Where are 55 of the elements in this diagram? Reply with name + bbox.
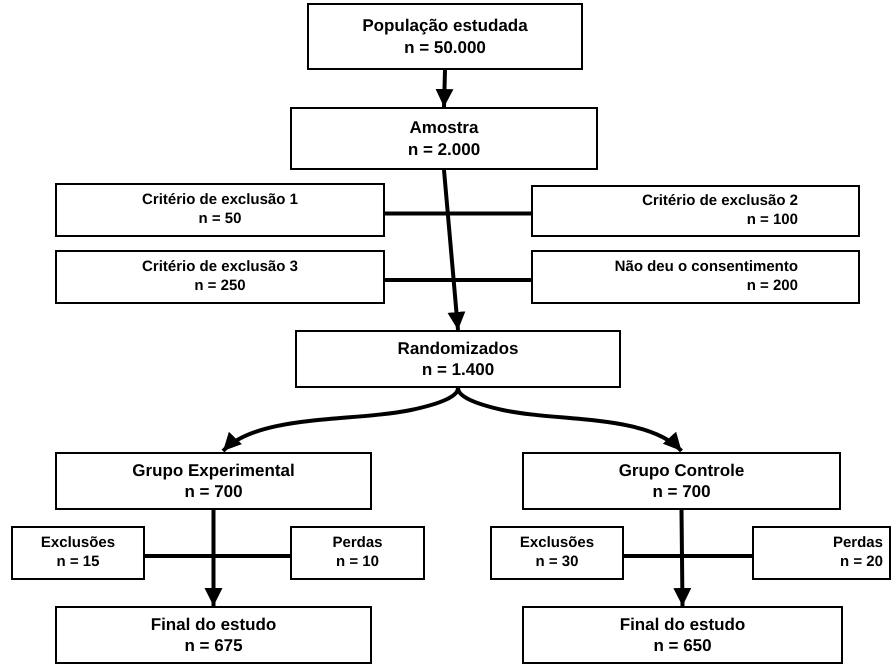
box-title: Perdas	[832, 534, 883, 553]
box-title: Exclusões	[40, 534, 116, 553]
process-box	[522, 452, 841, 510]
box-title: Final do estudo	[150, 614, 276, 635]
process-box	[55, 250, 385, 304]
count-label: n = 200	[746, 277, 798, 296]
arrow	[442, 170, 466, 330]
process-box	[55, 452, 372, 510]
count-label: n = 1.400	[422, 359, 494, 380]
count-label: n = 15	[56, 553, 100, 572]
box-title: Randomizados	[398, 338, 518, 359]
arrow	[222, 388, 460, 453]
count-label: n = 10	[336, 553, 379, 572]
process-box	[55, 183, 385, 237]
process-box	[290, 526, 425, 580]
process-box	[531, 185, 860, 237]
connector-line	[624, 554, 752, 558]
arrow	[436, 70, 454, 108]
count-label: n = 650	[653, 635, 712, 656]
process-box	[531, 250, 860, 304]
box-title: Critério de exclusão 2	[642, 192, 798, 211]
count-label: n = 50	[198, 210, 242, 229]
count-label: n = 250	[194, 277, 246, 296]
box-title: Final do estudo	[620, 614, 746, 635]
box-title: Grupo Experimental	[132, 460, 295, 481]
box-title: Exclusões	[520, 534, 594, 553]
box-title: Critério de exclusão 1	[142, 191, 298, 210]
count-label: n = 30	[536, 553, 578, 572]
count-label: n = 2.000	[408, 138, 480, 160]
connector-line	[385, 212, 531, 216]
count-label: n = 50.000	[404, 36, 486, 58]
process-box	[295, 330, 621, 388]
process-box	[752, 526, 891, 580]
arrow	[204, 510, 222, 606]
connector-line	[145, 554, 290, 558]
box-title: Não deu o consentimento	[614, 258, 798, 277]
count-label: n = 700	[652, 481, 711, 502]
arrow	[456, 388, 683, 452]
connector-line	[385, 278, 531, 282]
count-label: n = 700	[184, 481, 243, 502]
box-title: Amostra	[410, 117, 478, 138]
box-title: População estudada	[362, 15, 528, 36]
box-title: Grupo Controle	[618, 460, 744, 481]
box-title: Perdas	[332, 534, 383, 553]
process-box	[307, 3, 583, 70]
count-label: n = 20	[840, 553, 883, 572]
process-box	[11, 526, 145, 580]
process-box	[522, 606, 843, 664]
box-title: Critério de exclusão 3	[142, 258, 298, 277]
process-box	[55, 606, 372, 664]
count-label: n = 675	[184, 635, 243, 656]
process-box	[290, 107, 598, 170]
arrow	[673, 510, 692, 606]
process-box	[490, 526, 624, 580]
count-label: n = 100	[746, 211, 798, 230]
